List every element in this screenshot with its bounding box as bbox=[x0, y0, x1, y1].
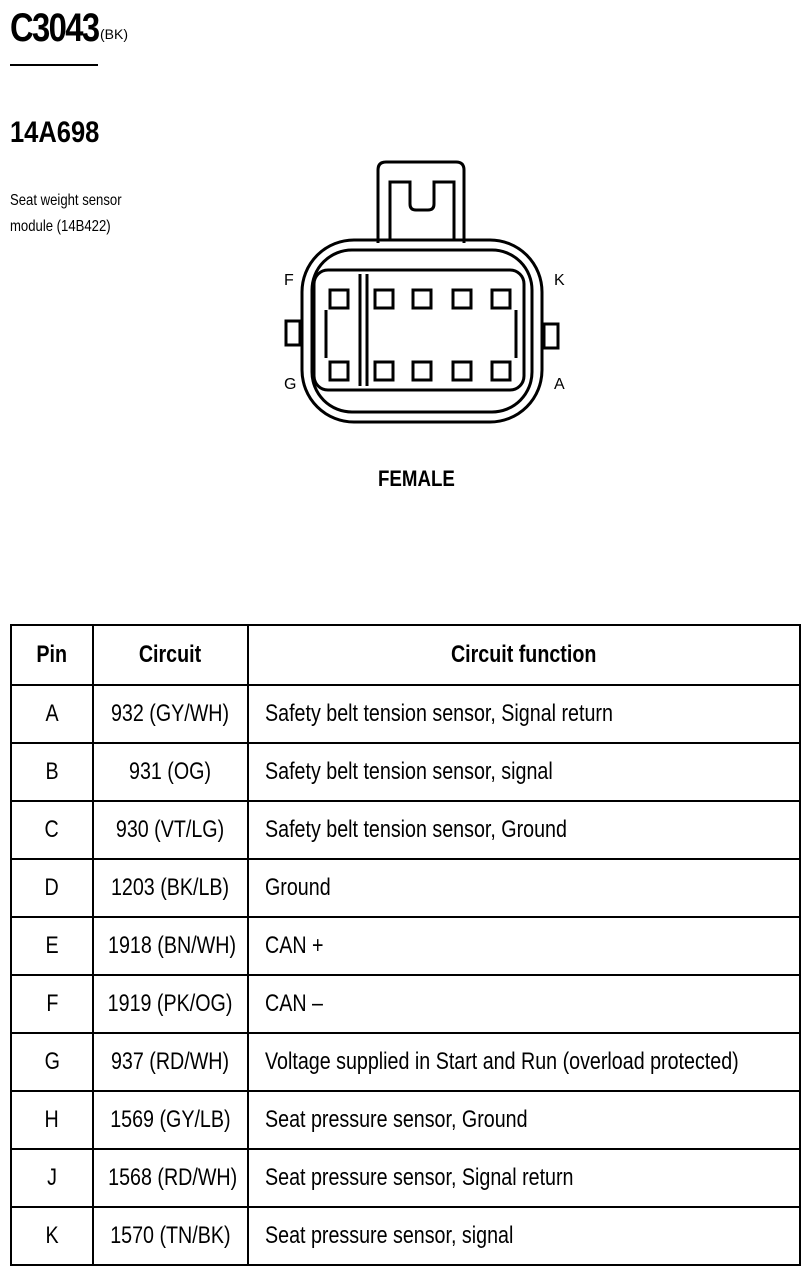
pin-label-k: K bbox=[554, 272, 565, 289]
cell-function: Voltage supplied in Start and Run (overl… bbox=[247, 1032, 801, 1092]
cell-pin: E bbox=[10, 916, 94, 976]
pin-label-a: A bbox=[554, 376, 565, 393]
cell-circuit: 1568 (RD/WH) bbox=[92, 1148, 249, 1208]
connector-shell-inner bbox=[310, 248, 534, 414]
cell-circuit: 932 (GY/WH) bbox=[92, 684, 249, 744]
cell-circuit: 1918 (BN/WH) bbox=[92, 916, 249, 976]
cell-pin: G bbox=[10, 1032, 94, 1092]
cell-function: Seat pressure sensor, Signal return bbox=[247, 1148, 801, 1208]
cell-pin: H bbox=[10, 1090, 94, 1150]
terminal-cavity bbox=[451, 288, 473, 310]
title-underline bbox=[10, 64, 98, 66]
cell-circuit: 937 (RD/WH) bbox=[92, 1032, 249, 1092]
table-header-row: Pin Circuit Circuit function bbox=[10, 624, 801, 686]
cell-circuit: 1919 (PK/OG) bbox=[92, 974, 249, 1034]
part-number: 14A698 bbox=[10, 116, 100, 149]
terminal-cavity bbox=[328, 288, 350, 310]
terminal-cavity bbox=[411, 360, 433, 382]
cell-function: CAN + bbox=[247, 916, 801, 976]
cell-pin: D bbox=[10, 858, 94, 918]
terminal-cavity bbox=[451, 360, 473, 382]
pin-label-g: G bbox=[284, 376, 297, 393]
cell-circuit: 1569 (GY/LB) bbox=[92, 1090, 249, 1150]
left-key bbox=[284, 319, 302, 347]
terminal-cavity bbox=[490, 360, 512, 382]
cell-function: Safety belt tension sensor, Ground bbox=[247, 800, 801, 860]
cell-pin: F bbox=[10, 974, 94, 1034]
right-key bbox=[542, 322, 560, 350]
module-line-2: module (14B422) bbox=[10, 218, 111, 235]
cell-function: CAN – bbox=[247, 974, 801, 1034]
connector-shell-outer bbox=[300, 238, 544, 424]
cell-function: Safety belt tension sensor, signal bbox=[247, 742, 801, 802]
terminal-cavity bbox=[490, 288, 512, 310]
header-circuit: Circuit bbox=[92, 624, 249, 686]
pin-label-f: F bbox=[284, 272, 294, 289]
terminal-cavity bbox=[411, 288, 433, 310]
pin-cavity-frame bbox=[312, 268, 526, 392]
cell-function: Ground bbox=[247, 858, 801, 918]
cell-pin: B bbox=[10, 742, 94, 802]
cell-function: Seat pressure sensor, Ground bbox=[247, 1090, 801, 1150]
connector-color: (BK) bbox=[100, 26, 128, 42]
latch-inner bbox=[388, 180, 456, 240]
module-line-1: Seat weight sensor bbox=[10, 192, 122, 209]
terminal-cavity bbox=[373, 288, 395, 310]
cell-function: Safety belt tension sensor, Signal retur… bbox=[247, 684, 801, 744]
cell-circuit: 930 (VT/LG) bbox=[92, 800, 249, 860]
cell-circuit: 1570 (TN/BK) bbox=[92, 1206, 249, 1266]
header-pin: Pin bbox=[10, 624, 94, 686]
header-function: Circuit function bbox=[247, 624, 801, 686]
cell-pin: J bbox=[10, 1148, 94, 1208]
connector-id: C3043 bbox=[10, 6, 100, 50]
connector-face-diagram bbox=[284, 160, 560, 424]
latch-outer bbox=[376, 160, 466, 243]
module-description: Seat weight sensor module (14B422) bbox=[10, 188, 133, 240]
cell-pin: K bbox=[10, 1206, 94, 1266]
cell-pin: A bbox=[10, 684, 94, 744]
cell-circuit: 1203 (BK/LB) bbox=[92, 858, 249, 918]
female-label: FEMALE bbox=[378, 466, 455, 491]
cell-circuit: 931 (OG) bbox=[92, 742, 249, 802]
cell-function: Seat pressure sensor, signal bbox=[247, 1206, 801, 1266]
cell-pin: C bbox=[10, 800, 94, 860]
terminal-cavity bbox=[328, 360, 350, 382]
terminal-cavity bbox=[373, 360, 395, 382]
